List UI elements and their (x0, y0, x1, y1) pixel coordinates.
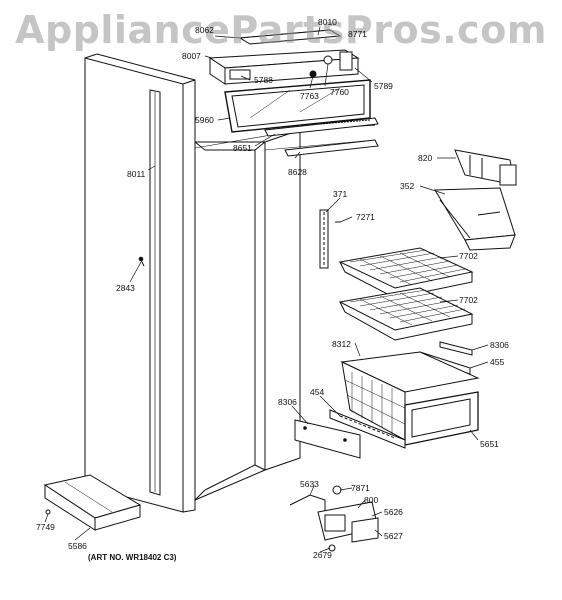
bottom-bracket-assembly (289, 485, 379, 552)
base-cover-5586 (43, 474, 142, 531)
part-label-5788: 5788 (254, 75, 273, 85)
part-label-5651: 5651 (480, 439, 499, 449)
part-label-8312: 8312 (332, 339, 351, 349)
part-label-2843: 2843 (116, 283, 135, 293)
bin-352 (434, 187, 516, 251)
light-socket-820 (454, 149, 517, 186)
rail-8651 (264, 117, 379, 137)
part-label-8306-left: 8306 (278, 397, 297, 407)
part-label-5586: 5586 (68, 541, 87, 551)
drawer-front-5651 (404, 391, 479, 446)
wire-shelf-7702-lower (338, 287, 474, 341)
part-label-5960: 5960 (195, 115, 214, 125)
shelf-bracket-371 (319, 209, 329, 269)
part-label-352: 352 (400, 181, 415, 191)
part-label-5626: 5626 (384, 507, 403, 517)
top-control-housing (208, 29, 360, 85)
part-label-8011: 8011 (127, 169, 146, 179)
part-label-7749: 7749 (36, 522, 55, 532)
part-label-8306-right: 8306 (490, 340, 509, 350)
art-number-caption: (ART NO. WR18402 C3) (88, 553, 177, 562)
drawer-basket-8312 (340, 351, 480, 441)
rail-8628 (284, 139, 379, 157)
part-label-7763: 7763 (300, 91, 319, 101)
part-label-820: 820 (418, 153, 433, 163)
part-label-2679: 2679 (313, 550, 332, 560)
slide-8306-right (439, 341, 473, 356)
glass-panel-5960 (224, 79, 371, 133)
part-label-8007: 8007 (182, 51, 201, 61)
slide-rail-8306-left (294, 419, 361, 459)
cabinet-side-panel (84, 53, 196, 513)
part-label-8771: 8771 (348, 29, 367, 39)
part-label-8628: 8628 (288, 167, 307, 177)
screw-2843 (138, 256, 145, 267)
part-label-8010: 8010 (318, 17, 337, 27)
leader-lines (44, 26, 489, 553)
part-label-454: 454 (310, 387, 325, 397)
part-label-7271: 7271 (356, 212, 375, 222)
part-label-800: 800 (364, 495, 379, 505)
part-label-371: 371 (333, 189, 348, 199)
door-strip-8011 (149, 89, 161, 496)
part-label-7702-upper: 7702 (459, 251, 478, 261)
part-label-8062: 8062 (195, 25, 214, 35)
part-label-5627: 5627 (384, 531, 403, 541)
cabinet-liner (194, 124, 376, 501)
part-label-455: 455 (490, 357, 505, 367)
part-label-8651: 8651 (233, 143, 252, 153)
part-label-7760: 7760 (330, 87, 349, 97)
part-label-7702-lower: 7702 (459, 295, 478, 305)
part-label-7871: 7871 (351, 483, 370, 493)
part-label-5789: 5789 (374, 81, 393, 91)
slide-rail-454 (329, 409, 406, 449)
part-label-5633: 5633 (300, 479, 319, 489)
